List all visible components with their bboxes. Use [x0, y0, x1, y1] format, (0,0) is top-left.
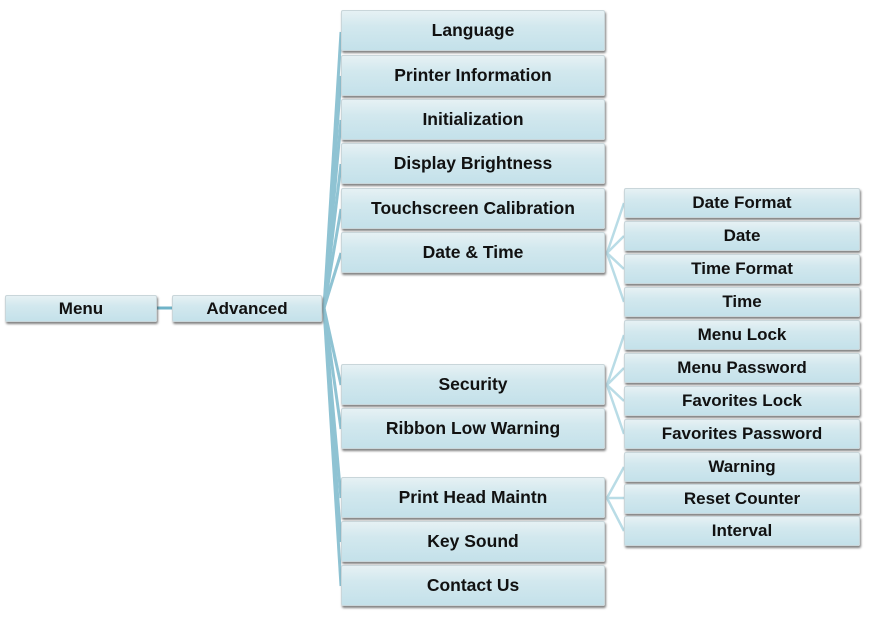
node-touchscreen-calibration[interactable]: Touchscreen Calibration — [341, 188, 605, 229]
node-warning[interactable]: Warning — [624, 452, 860, 482]
node-time[interactable]: Time — [624, 287, 860, 317]
node-date[interactable]: Date — [624, 221, 860, 251]
connector-datetime-children — [605, 202, 626, 303]
node-label: Advanced — [206, 298, 288, 318]
node-print-head-maintn[interactable]: Print Head Maintn — [341, 477, 605, 518]
node-label: Key Sound — [427, 531, 519, 551]
node-label: Security — [438, 374, 508, 394]
node-label: Menu — [58, 298, 104, 318]
node-reset-counter[interactable]: Reset Counter — [624, 484, 860, 514]
node-label: Date & Time — [422, 242, 524, 262]
node-label: Warning — [708, 457, 776, 476]
node-initialization[interactable]: Initialization — [341, 99, 605, 140]
node-label: Reset Counter — [683, 489, 801, 508]
node-label: Favorites Lock — [682, 391, 802, 410]
node-security[interactable]: Security — [341, 364, 605, 405]
node-label: Date Format — [692, 193, 792, 212]
node-advanced[interactable]: Advanced — [172, 295, 322, 322]
node-label: Initialization — [422, 109, 524, 129]
node-ribbon-low-warning[interactable]: Ribbon Low Warning — [341, 408, 605, 449]
node-label: Interval — [711, 521, 773, 540]
node-label: Time — [722, 292, 762, 311]
node-label: Touchscreen Calibration — [371, 198, 575, 218]
node-label: Time Format — [691, 259, 793, 278]
node-time-format[interactable]: Time Format — [624, 254, 860, 284]
node-menu-lock[interactable]: Menu Lock — [624, 320, 860, 350]
node-date-time[interactable]: Date & Time — [341, 232, 605, 273]
node-favorites-lock[interactable]: Favorites Lock — [624, 386, 860, 416]
connector-advanced-children — [322, 31, 343, 587]
node-menu[interactable]: Menu — [5, 295, 157, 322]
connector-security-children — [605, 334, 626, 435]
node-display-brightness[interactable]: Display Brightness — [341, 143, 605, 184]
node-label: Ribbon Low Warning — [385, 418, 561, 438]
connector-printhead-children — [605, 466, 626, 532]
node-key-sound[interactable]: Key Sound — [341, 521, 605, 562]
node-label: Menu Password — [677, 358, 807, 377]
node-label: Display Brightness — [393, 153, 553, 173]
node-label: Print Head Maintn — [398, 487, 548, 507]
node-contact-us[interactable]: Contact Us — [341, 565, 605, 606]
node-interval[interactable]: Interval — [624, 516, 860, 546]
node-label: Favorites Password — [661, 424, 823, 443]
node-label: Contact Us — [426, 575, 520, 595]
node-favorites-password[interactable]: Favorites Password — [624, 419, 860, 449]
node-date-format[interactable]: Date Format — [624, 188, 860, 218]
node-language[interactable]: Language — [341, 10, 605, 51]
node-label: Date — [723, 226, 761, 245]
node-label: Menu Lock — [697, 325, 787, 344]
node-menu-password[interactable]: Menu Password — [624, 353, 860, 383]
node-label: Printer Information — [394, 65, 552, 85]
node-label: Language — [431, 20, 515, 40]
node-printer-information[interactable]: Printer Information — [341, 55, 605, 96]
